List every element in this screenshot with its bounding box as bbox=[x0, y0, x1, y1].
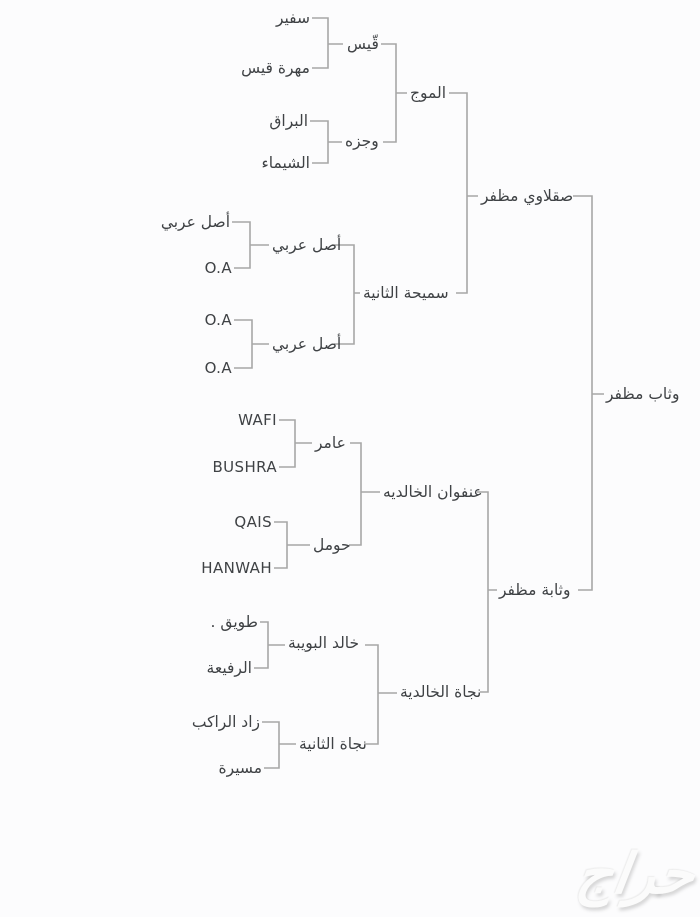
node-dam-dam-dam: نجاة الثانية bbox=[299, 735, 367, 753]
node-dam-sire-sire: عامر bbox=[315, 434, 346, 452]
node-dam-dam-sire: خالد البويبة bbox=[288, 634, 360, 652]
bracket-wathab bbox=[573, 195, 604, 591]
node-dam-dam-sire-dam: الرفيعة bbox=[206, 659, 252, 677]
node-dam-sire-sire-dam: BUSHRA bbox=[212, 458, 277, 476]
haraj-watermark: حراج bbox=[572, 842, 699, 907]
node-sire-dam-dam: أصل عربي bbox=[272, 335, 342, 353]
node-dam-dam: نجاة الخالدية bbox=[400, 683, 482, 701]
node-sire-sire-sire-dam: مهرة قيس bbox=[241, 59, 310, 77]
node-sire-dam-sire: أصل عربي bbox=[272, 236, 342, 254]
bracket-unfuwan bbox=[349, 442, 380, 546]
node-sire-sire-dam: وجزه bbox=[345, 132, 379, 150]
node-dam: وثابة مظفر bbox=[499, 581, 571, 599]
bracket-najat-thaniya bbox=[262, 721, 296, 769]
node-subject: وثاب مظفر bbox=[606, 385, 680, 403]
bracket-samiha bbox=[332, 244, 360, 345]
node-sire-sire-dam-sire: البراق bbox=[269, 112, 308, 130]
bracket-wajza bbox=[310, 120, 342, 164]
bracket-najat-khalidiya bbox=[364, 644, 397, 745]
bracket-hawmal bbox=[274, 521, 310, 569]
node-sire-dam: سميحة الثانية bbox=[363, 284, 449, 302]
bracket-amer bbox=[279, 419, 312, 468]
node-sire: صقلاوي مظفر bbox=[481, 187, 574, 205]
node-sire-dam-sire-dam: O.A bbox=[204, 259, 232, 277]
node-dam-sire-sire-sire: WAFI bbox=[238, 411, 277, 429]
node-sire-dam-dam-sire: O.A bbox=[204, 311, 232, 329]
node-sire-sire: الموج bbox=[410, 84, 447, 102]
bracket-khalid bbox=[254, 621, 285, 669]
node-dam-dam-dam-sire: زاد الراكب bbox=[191, 713, 260, 731]
bracket-almawj bbox=[381, 43, 407, 143]
node-sire-sire-sire: قّيس bbox=[347, 35, 379, 53]
node-dam-sire: عنفوان الخالديه bbox=[383, 483, 483, 501]
node-dam-dam-dam-dam: مسيرة bbox=[218, 759, 262, 777]
node-dam-sire-dam-sire: QAIS bbox=[234, 513, 272, 531]
node-sire-dam-sire-sire: أصل عربي bbox=[160, 213, 230, 231]
bracket-asl-arabi-2 bbox=[234, 319, 269, 369]
node-dam-sire-dam: حومل bbox=[313, 536, 351, 554]
bracket-saqlawi bbox=[449, 92, 478, 294]
node-dam-sire-dam-dam: HANWAH bbox=[201, 559, 272, 577]
node-sire-dam-dam-dam: O.A bbox=[204, 359, 232, 377]
node-sire-sire-dam-dam: الشيماء bbox=[261, 154, 310, 172]
bracket-asl-arabi-1 bbox=[232, 221, 269, 269]
bracket-qays bbox=[312, 17, 343, 69]
bracket-wathaba bbox=[477, 491, 497, 693]
node-sire-sire-sire-sire: سفير bbox=[275, 9, 310, 27]
node-dam-dam-sire-sire: . طويق bbox=[210, 613, 258, 631]
